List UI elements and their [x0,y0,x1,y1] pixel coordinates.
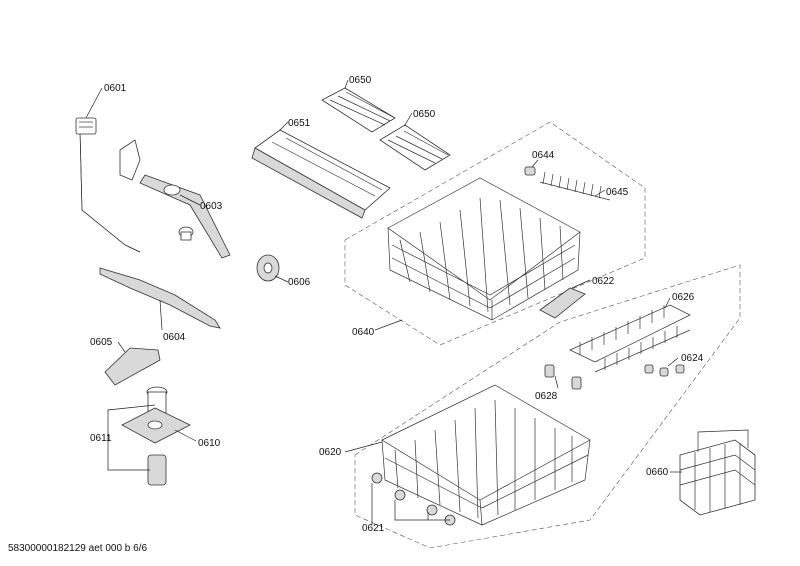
tine-rows-0626-part-b [594,326,691,373]
label-0611: 0611 [90,433,112,444]
leader-0603 [179,194,201,206]
wheels-0621-part [371,472,456,526]
fold-down-tines-0645-part [539,171,611,201]
clips-0624-part [644,364,685,377]
leader-0606 [274,275,289,283]
lower-basket-group-outline [354,264,741,549]
lower-spray-arm-part [99,267,221,329]
label-0650-second: 0650 [413,109,436,120]
leader-0651 [279,121,289,131]
leader-0620 [344,441,383,453]
leader-0645 [594,189,606,197]
label-0626: 0626 [672,292,695,303]
label-0660: 0660 [646,467,669,478]
tine-rows-0626-part [569,304,691,363]
document-reference: 58300000182129 aet 000 b 6/6 [8,543,148,554]
holders-0628-part [544,364,582,390]
disc-part [256,254,280,282]
label-0624: 0624 [681,353,704,364]
clip-0644-part [524,166,536,176]
label-0620: 0620 [319,447,342,458]
supply-pipe-part [75,117,141,253]
leader-0622 [571,279,591,289]
leader-0611 [107,404,156,471]
leader-0601 [85,87,103,119]
label-0628: 0628 [535,391,558,402]
leader-0624 [667,357,679,367]
label-0640: 0640 [352,327,375,338]
label-0644: 0644 [532,150,555,161]
filter-cover-part [104,347,161,386]
leader-0610 [174,429,197,442]
cutlery-basket-part [679,429,756,516]
cutlery-tray-part [251,129,391,219]
upper-basket-part [387,177,581,321]
label-0604: 0604 [163,332,186,343]
leader-0604 [159,299,163,331]
leader-0626 [664,297,671,309]
leader-0650a [344,79,349,89]
cutlery-rack-part-b-inner [387,130,449,164]
leader-0644 [531,159,539,168]
label-0650-first: 0650 [349,75,372,86]
leader-0605 [117,341,126,353]
filter-assembly-part [121,386,191,486]
cutlery-rack-part-a [321,87,396,133]
cutlery-rack-part-b [379,124,451,171]
leader-0650b [404,112,413,126]
label-0621: 0621 [362,523,385,534]
label-0606: 0606 [288,277,311,288]
cutlery-rack-part-a-inner [329,91,396,126]
upper-basket-group-outline [344,121,646,346]
leader-0640 [374,319,403,331]
label-0622: 0622 [592,276,615,287]
handle-0622-part [539,287,586,319]
label-0651: 0651 [288,118,311,129]
label-0605: 0605 [90,337,113,348]
label-0601: 0601 [104,83,127,94]
upper-spray-arm-part [119,139,231,259]
label-0603: 0603 [200,201,223,212]
label-0610: 0610 [198,438,221,449]
lower-basket-part [381,384,591,526]
label-0645: 0645 [606,187,629,198]
leader-0621 [371,483,450,525]
leader-0628 [554,375,559,389]
